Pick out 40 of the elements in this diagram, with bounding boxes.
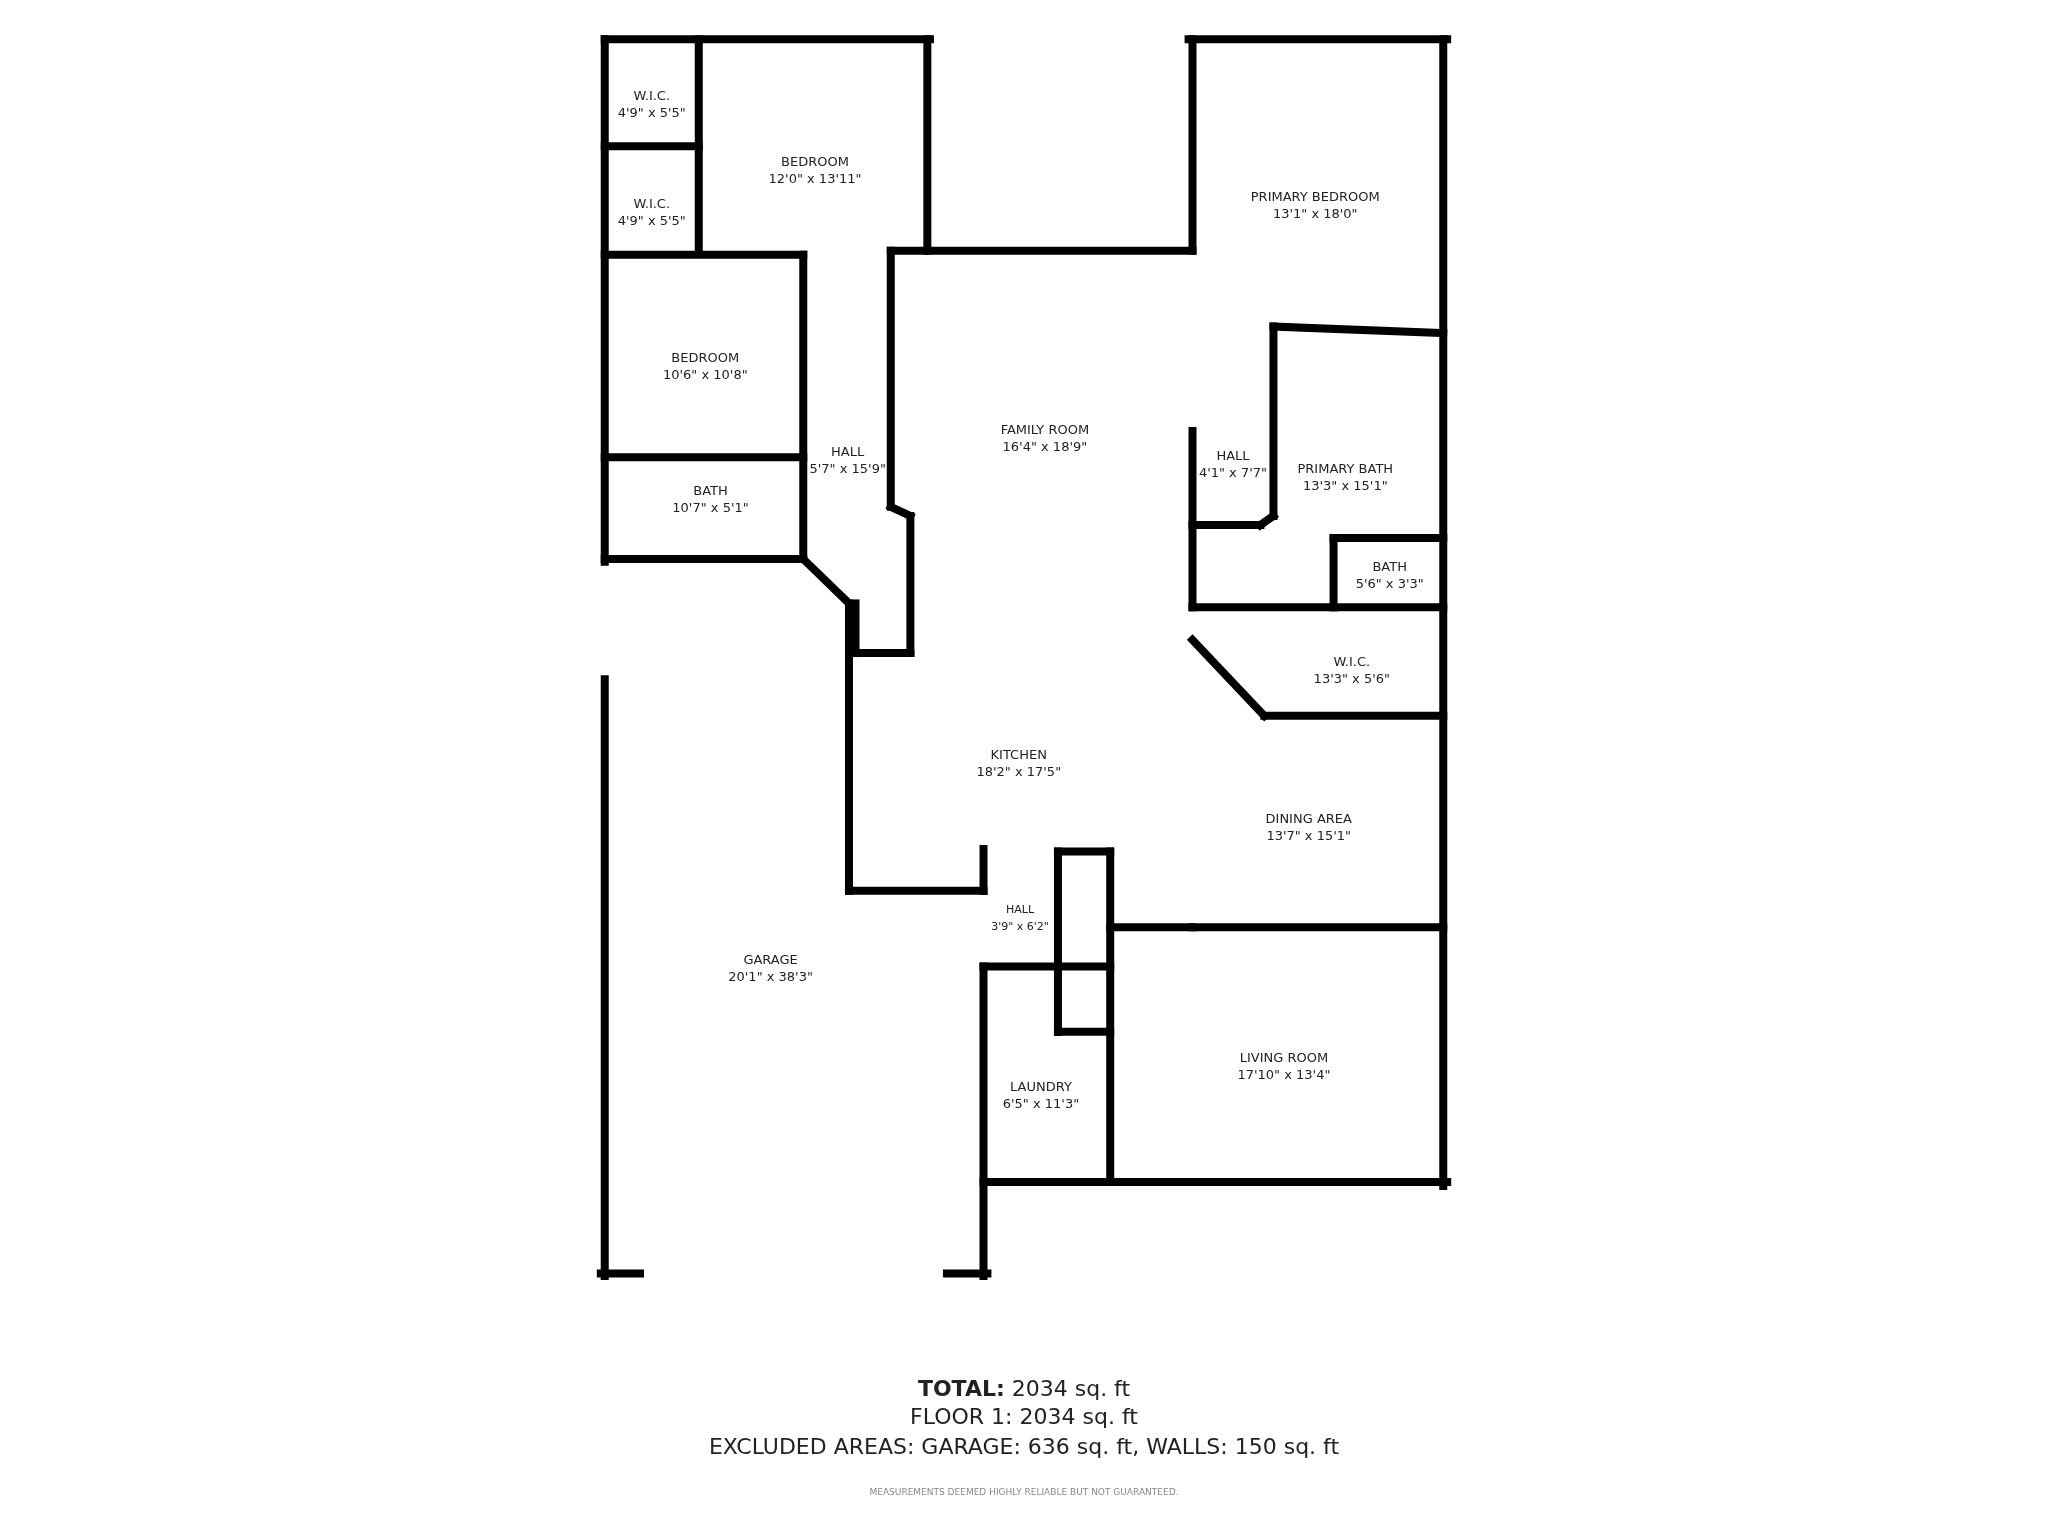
total-area-text: TOTAL: 2034 sq. ft bbox=[917, 1375, 1131, 1401]
room-name: PRIMARY BATH bbox=[1297, 459, 1394, 477]
room-dimensions: 13'7" x 15'1" bbox=[1265, 826, 1352, 844]
room-name: PRIMARY BEDROOM bbox=[1250, 188, 1380, 206]
room-dimensions: 6'5" x 11'3" bbox=[1002, 1094, 1080, 1112]
room-name: W.I.C. bbox=[1332, 653, 1372, 671]
room-dimensions: 5'6" x 3'3" bbox=[1355, 574, 1424, 592]
room-dimensions: 10'6" x 10'8" bbox=[662, 365, 748, 383]
floor-area-text: FLOOR 1: 2034 sq. ft bbox=[910, 1404, 1138, 1430]
room-dimensions: 13'1" x 18'0" bbox=[1271, 205, 1359, 223]
room-name: W.I.C. bbox=[632, 87, 672, 105]
room-name: LAUNDRY bbox=[1009, 1077, 1073, 1095]
room-dimensions: 16'4" x 18'9" bbox=[1001, 437, 1089, 455]
room-dimensions: 4'9" x 5'5" bbox=[617, 104, 686, 122]
room-dimensions: 4'9" x 5'5" bbox=[617, 211, 686, 229]
room-name: BATH bbox=[692, 481, 729, 499]
room-name: HALL bbox=[1005, 902, 1036, 919]
room-name: W.I.C. bbox=[632, 194, 672, 212]
room-name: BEDROOM bbox=[670, 348, 741, 366]
room-name: FAMILY ROOM bbox=[1000, 420, 1090, 438]
room-dimensions: 17'10" x 13'4" bbox=[1237, 1065, 1331, 1083]
room-dimensions: 18'2" x 17'5" bbox=[976, 762, 1062, 780]
room-name: DINING AREA bbox=[1265, 809, 1352, 827]
room-name: GARAGE bbox=[742, 950, 799, 968]
room-name: HALL bbox=[830, 442, 866, 460]
room-name: BEDROOM bbox=[780, 152, 850, 170]
room-dimensions: 4'1" x 7'7" bbox=[1198, 463, 1268, 481]
room-name: BATH bbox=[1371, 557, 1408, 575]
disclaimer-text: MEASUREMENTS DEEMED HIGHLY RELIABLE BUT NOT GUARANTEED. bbox=[869, 1486, 1179, 1497]
room-dimensions: 13'3" x 5'6" bbox=[1313, 670, 1391, 688]
room-name: KITCHEN bbox=[989, 745, 1048, 763]
room-dimensions: 20'1" x 38'3" bbox=[728, 967, 813, 985]
excluded-areas-text: EXCLUDED AREAS: GARAGE: 636 sq. ft, WALLS: 150 sq. ft bbox=[708, 1434, 1340, 1460]
room-name: HALL bbox=[1215, 446, 1251, 464]
room-dimensions: 3'9" x 6'2" bbox=[991, 919, 1049, 936]
room-dimensions: 13'3" x 15'1" bbox=[1301, 476, 1389, 494]
room-dimensions: 5'7" x 15'9" bbox=[809, 459, 886, 477]
room-dimensions: 10'7" x 5'1" bbox=[672, 498, 749, 516]
room-dimensions: 12'0" x 13'11" bbox=[768, 169, 862, 187]
room-name: LIVING ROOM bbox=[1238, 1048, 1330, 1066]
